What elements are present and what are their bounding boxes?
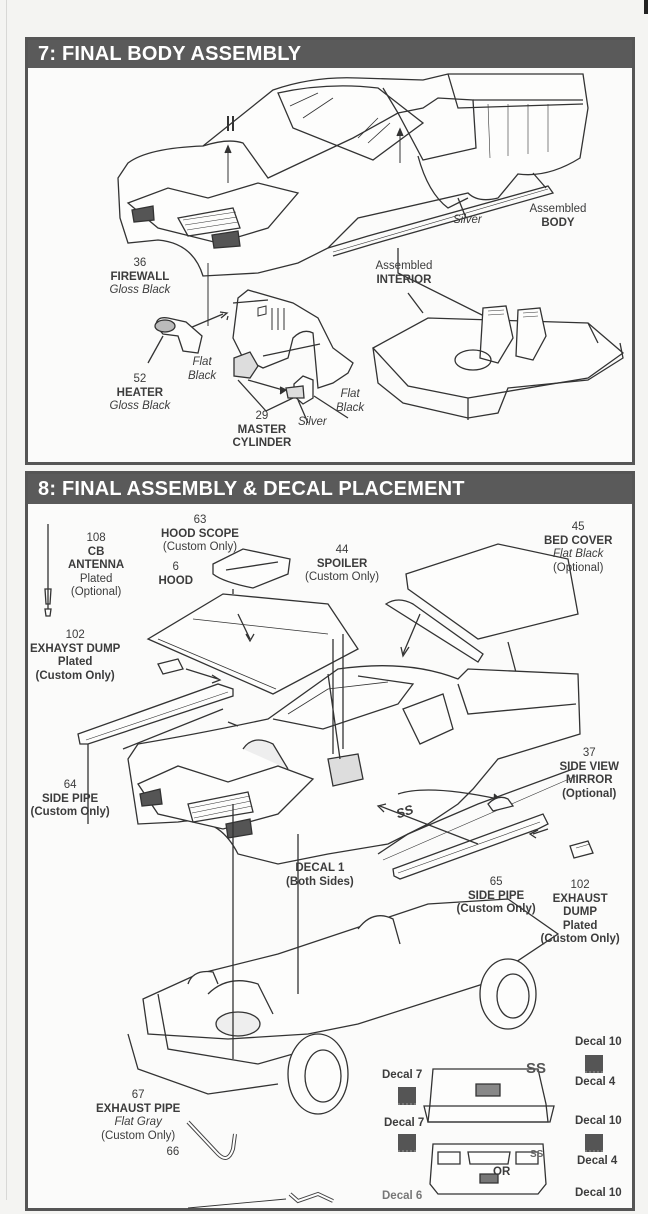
front-a-decal-10-label: Decal 10 [575, 1115, 622, 1127]
master-cylinder-label: 29 MASTER CYLINDER [232, 410, 292, 449]
assembled-body-label: Assembled BODY [529, 203, 587, 229]
exhaust-dump-right-illustration [570, 841, 593, 858]
part-66-label: 66 [166, 1146, 180, 1158]
hood-scope-illustration [213, 549, 290, 588]
front-b-decal-6-label: Decal 6 [382, 1190, 423, 1202]
master-cylinder-flat-black-label: Flat Black [336, 388, 365, 414]
hood-illustration [148, 594, 358, 694]
rear-decal-4-label: Decal 4 [575, 1076, 616, 1088]
exhaust-dump-right-label: 102 EXHAUST DUMP Plated (Custom Only) [540, 879, 620, 945]
exhaust-dump-left-label: 102 EXHAYST DUMP Plated (Custom Only) [30, 629, 121, 682]
step-7-panel: 7: FINAL BODY ASSEMBLY [25, 37, 635, 465]
hood-scope-label: 63 HOOD SCOPE (Custom Only) [161, 514, 239, 553]
spoiler-label: 44 SPOILER (Custom Only) [305, 544, 380, 583]
step-7-title: 7: FINAL BODY ASSEMBLY [28, 40, 632, 68]
front-a-left-color-swatch [398, 1134, 416, 1152]
rear-decal-7-label: Decal 7 [382, 1069, 423, 1081]
exhaust-pipe-illustration [188, 1122, 235, 1158]
assembled-body-illustration [118, 74, 588, 338]
front-a-decal-7-label: Decal 7 [384, 1117, 425, 1129]
cb-antenna-illustration [45, 524, 51, 616]
front-a-decal-4-label: Decal 4 [577, 1155, 618, 1167]
page-fold-line [6, 0, 7, 1200]
master-cylinder-silver-label: Silver [298, 416, 327, 428]
front-a-ss-badge: SS [530, 1149, 544, 1160]
side-pipe-left-label: 64 SIDE PIPE (Custom Only) [30, 779, 110, 818]
rear-decal-10-label: Decal 10 [575, 1036, 622, 1048]
assembled-interior-illustration [373, 293, 623, 420]
decal-option-separator: OR [493, 1166, 511, 1178]
exhaust-dump-left-illustration [158, 659, 183, 674]
step-8-title: 8: FINAL ASSEMBLY & DECAL PLACEMENT [28, 474, 632, 504]
rear-right-color-swatch [585, 1055, 603, 1073]
rear-decal-view [424, 1069, 554, 1122]
exhaust-pipe-label: 67 EXHAUST PIPE Flat Gray (Custom Only) [96, 1089, 181, 1142]
step-8-diagram: 108 CB ANTENNA Plated (Optional) 63 HOOD… [28, 504, 632, 1208]
front-decal-view-a [430, 1144, 546, 1194]
chassis-illustration [128, 804, 558, 1114]
firewall-illustration [178, 263, 353, 388]
assembled-interior-label: Assembled INTERIOR [375, 260, 433, 286]
decal-1-label: DECAL 1 (Both Sides) [286, 862, 354, 888]
rear-ss-badge: SS [526, 1060, 547, 1077]
cb-antenna-label: 108 CB ANTENNA Plated (Optional) [68, 532, 125, 598]
bed-cover-label: 45 BED COVER Flat Black (Optional) [544, 521, 613, 574]
registration-mark [644, 0, 648, 14]
step-7-artwork [28, 68, 632, 462]
side-pipe-right-illustration [393, 814, 548, 879]
step-8-panel: 8: FINAL ASSEMBLY & DECAL PLACEMENT [25, 471, 635, 1211]
rear-left-color-swatch [398, 1087, 416, 1105]
side-pipe-right-label: 65 SIDE PIPE (Custom Only) [456, 876, 536, 915]
heater-illustration [148, 318, 202, 363]
side-pipe-left-illustration [78, 684, 233, 744]
hood-label: 6 HOOD [158, 561, 194, 587]
front-a-right-color-swatch [585, 1134, 603, 1152]
body-trim-color-label: Silver [453, 214, 482, 226]
heater-label: 52 HEATER Gloss Black [109, 373, 171, 412]
spoiler-illustration [386, 600, 483, 662]
side-view-mirror-label: 37 SIDE VIEW MIRROR (Optional) [559, 747, 619, 800]
step-7-diagram: Silver Assembled BODY 36 FIREWALL Gloss … [28, 68, 632, 462]
bed-cover-illustration [406, 544, 578, 639]
side-view-mirror-illustration [488, 797, 513, 811]
master-cylinder-illustration [234, 352, 348, 423]
front-b-decal-10-label: Decal 10 [575, 1187, 622, 1199]
firewall-wires-color-label: Flat Black [188, 356, 217, 382]
car-body-illustration [88, 634, 580, 864]
firewall-label: 36 FIREWALL Gloss Black [109, 257, 171, 296]
